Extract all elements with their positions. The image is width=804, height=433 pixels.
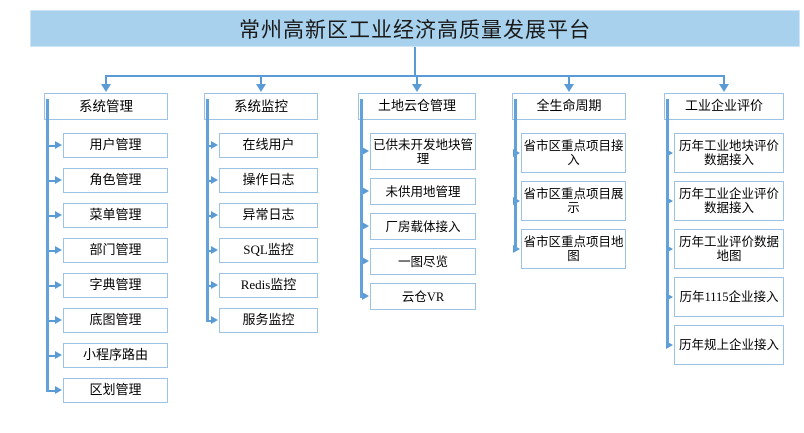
node-arrow-c1-7 (55, 351, 62, 359)
node-arrow-c5-4 (666, 292, 673, 301)
column-spine-3 (360, 99, 363, 298)
node-stub-c2-6 (206, 319, 212, 322)
node-c1-7[interactable]: 小程序路由 (63, 343, 168, 368)
node-c1-5[interactable]: 字典管理 (63, 273, 168, 298)
column-drop-line-2 (260, 75, 262, 85)
node-c1-3[interactable]: 菜单管理 (63, 203, 168, 228)
node-stub-c1-3 (46, 214, 56, 217)
node-c3-5[interactable]: 云仓VR (370, 283, 476, 310)
column-spine-2 (206, 99, 209, 322)
column-drop-line-5 (723, 75, 725, 85)
node-stub-c1-1 (46, 144, 56, 147)
node-c1-8[interactable]: 区划管理 (63, 378, 168, 403)
column-spine-1 (46, 99, 49, 392)
node-arrow-c2-2 (211, 176, 218, 184)
node-c5-4[interactable]: 历年1115企业接入 (674, 277, 784, 317)
node-arrow-c2-3 (211, 211, 218, 219)
node-c2-1[interactable]: 在线用户 (219, 133, 318, 158)
node-stub-c2-2 (206, 179, 212, 182)
node-stub-c1-4 (46, 249, 56, 252)
node-stub-c1-7 (46, 354, 56, 357)
node-arrow-c2-1 (211, 141, 218, 149)
node-arrow-c1-3 (55, 211, 62, 219)
node-arrow-c1-1 (55, 141, 62, 149)
node-arrow-c1-4 (55, 246, 62, 254)
column-spine-5 (666, 99, 669, 346)
node-arrow-c5-1 (666, 148, 673, 157)
node-arrow-c3-1 (362, 147, 369, 155)
node-arrow-c1-2 (55, 176, 62, 184)
node-c5-5[interactable]: 历年规上企业接入 (674, 325, 784, 365)
node-arrow-c3-2 (362, 187, 369, 195)
column-header-5[interactable]: 工业企业评价 (664, 93, 784, 120)
node-c3-2[interactable]: 未供用地管理 (370, 178, 476, 205)
node-arrow-c3-5 (362, 292, 369, 300)
node-stub-c2-3 (206, 214, 212, 217)
node-arrow-c3-3 (362, 222, 369, 230)
node-arrow-c5-2 (666, 196, 673, 205)
node-c2-6[interactable]: 服务监控 (219, 308, 318, 333)
distributor-horizontal-connector (106, 75, 723, 77)
node-c5-1[interactable]: 历年工业地块评价数据接入 (674, 133, 784, 173)
node-arrow-c1-8 (55, 386, 62, 394)
node-stub-c2-5 (206, 284, 212, 287)
column-spine-4 (514, 99, 517, 250)
node-c2-2[interactable]: 操作日志 (219, 168, 318, 193)
trunk-vertical-connector (414, 47, 416, 76)
node-arrow-c1-6 (55, 316, 62, 324)
node-arrow-c2-4 (211, 246, 218, 254)
column-header-4[interactable]: 全生命周期 (512, 93, 626, 120)
node-c1-1[interactable]: 用户管理 (63, 133, 168, 158)
node-stub-c1-6 (46, 319, 56, 322)
node-c4-2[interactable]: 省市区重点项目展示 (521, 181, 626, 221)
column-drop-arrow-5 (719, 84, 729, 92)
node-c5-3[interactable]: 历年工业评价数据地图 (674, 229, 784, 269)
node-c3-3[interactable]: 厂房载体接入 (370, 213, 476, 240)
node-c2-3[interactable]: 异常日志 (219, 203, 318, 228)
column-drop-arrow-1 (101, 84, 111, 92)
diagram-title: 常州高新区工业经济高质量发展平台 (30, 10, 800, 47)
node-c3-1[interactable]: 已供未开发地块管理 (370, 133, 476, 170)
node-stub-c1-2 (46, 179, 56, 182)
column-header-1[interactable]: 系统管理 (44, 93, 168, 120)
node-c5-2[interactable]: 历年工业企业评价数据接入 (674, 181, 784, 221)
node-c1-4[interactable]: 部门管理 (63, 238, 168, 263)
node-arrow-c1-5 (55, 281, 62, 289)
column-drop-line-4 (568, 75, 570, 85)
column-drop-arrow-3 (412, 84, 422, 92)
node-stub-c1-5 (46, 284, 56, 287)
node-c1-6[interactable]: 底图管理 (63, 308, 168, 333)
column-header-3[interactable]: 土地云仓管理 (358, 93, 476, 120)
column-drop-line-3 (416, 75, 418, 85)
node-arrow-c3-4 (362, 257, 369, 265)
node-arrow-c5-3 (666, 244, 673, 253)
column-drop-line-1 (105, 75, 107, 85)
node-c1-2[interactable]: 角色管理 (63, 168, 168, 193)
node-c4-1[interactable]: 省市区重点项目接入 (521, 133, 626, 173)
node-arrow-c2-5 (211, 281, 218, 289)
column-drop-arrow-2 (256, 84, 266, 92)
node-c3-4[interactable]: 一图尽览 (370, 248, 476, 275)
node-c2-5[interactable]: Redis监控 (219, 273, 318, 298)
node-arrow-c2-6 (211, 316, 218, 324)
node-arrow-c5-5 (666, 340, 673, 349)
node-stub-c2-1 (206, 144, 212, 147)
column-header-2[interactable]: 系统监控 (204, 93, 318, 120)
node-stub-c2-4 (206, 249, 212, 252)
node-stub-c1-8 (46, 389, 56, 392)
node-c2-4[interactable]: SQL监控 (219, 238, 318, 263)
node-c4-3[interactable]: 省市区重点项目地图 (521, 229, 626, 269)
column-drop-arrow-4 (564, 84, 574, 92)
